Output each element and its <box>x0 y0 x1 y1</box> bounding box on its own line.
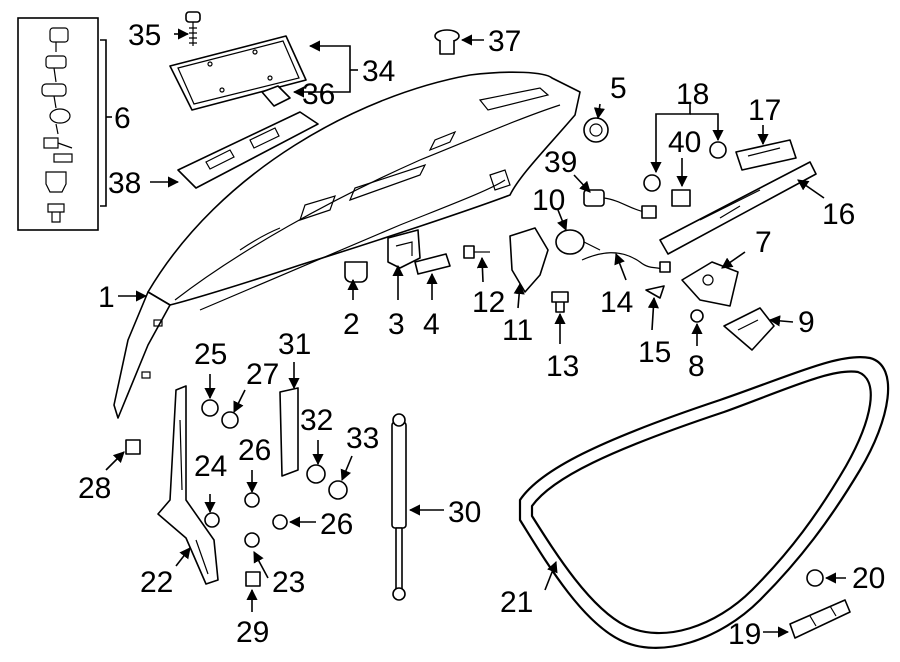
callout-4: 4 <box>423 308 440 341</box>
callout-31: 31 <box>278 328 311 361</box>
callout-8: 8 <box>688 350 705 383</box>
callout-30: 30 <box>448 496 481 529</box>
striker-plate <box>789 599 851 639</box>
callout-34: 34 <box>362 55 395 88</box>
callout-19: 19 <box>728 618 761 651</box>
screw-part <box>185 11 201 46</box>
callout-38: 38 <box>108 167 141 200</box>
handle-assembly <box>659 161 817 255</box>
trim-label-plate <box>177 111 319 189</box>
callout-32: 32 <box>300 404 333 437</box>
hinge-bracket <box>279 387 299 477</box>
callout-9: 9 <box>798 306 815 339</box>
callout-labels: 1 2 3 4 5 6 7 8 9 10 11 12 13 14 15 16 1… <box>78 19 885 651</box>
trunk-lid <box>113 71 581 419</box>
connector-part <box>671 189 691 207</box>
bumper-pad <box>344 261 368 283</box>
callout-28: 28 <box>78 472 111 505</box>
license-plate-bracket <box>169 35 307 111</box>
callout-37: 37 <box>488 25 521 58</box>
lock-actuator <box>555 229 601 255</box>
callout-2: 2 <box>343 308 360 341</box>
grommet-part <box>643 141 727 192</box>
clip-small <box>125 439 141 455</box>
callout-13: 13 <box>546 350 579 383</box>
callout-6: 6 <box>114 102 131 135</box>
callout-17: 17 <box>748 94 781 127</box>
hardware-kit-box <box>17 17 99 231</box>
switch-bracket <box>387 229 421 269</box>
handle-cover <box>735 139 797 171</box>
callout-21: 21 <box>500 586 533 619</box>
bolt-part <box>463 245 490 259</box>
callout-12: 12 <box>472 286 505 319</box>
weatherstrip-seal <box>518 356 890 649</box>
callout-14: 14 <box>600 286 633 319</box>
callout-22: 22 <box>140 566 173 599</box>
callout-15: 15 <box>638 336 671 369</box>
small-nut <box>690 309 704 323</box>
callout-36: 36 <box>302 78 335 111</box>
callout-35: 35 <box>128 19 161 52</box>
callout-5: 5 <box>610 72 627 105</box>
hinge-arm <box>157 385 219 585</box>
callout-20: 20 <box>852 562 885 595</box>
gas-strut <box>391 413 407 601</box>
callout-10: 10 <box>532 184 565 217</box>
clip-part <box>434 29 460 55</box>
actuator-bracket <box>509 227 549 293</box>
latch-assembly <box>681 261 739 307</box>
callout-7: 7 <box>755 226 772 259</box>
callout-25: 25 <box>194 338 227 371</box>
callout-39: 39 <box>544 146 577 179</box>
emblem-pad <box>414 253 451 275</box>
nut-part <box>261 85 291 107</box>
hinge-fasteners <box>201 399 348 587</box>
callout-16: 16 <box>822 198 855 231</box>
callout-27: 27 <box>246 358 279 391</box>
callout-33: 33 <box>346 422 379 455</box>
callout-26a: 26 <box>238 434 271 467</box>
leader-lines <box>100 28 846 638</box>
release-cable <box>581 252 671 273</box>
callout-40: 40 <box>668 126 701 159</box>
callout-3: 3 <box>388 308 405 341</box>
callout-11: 11 <box>502 314 533 347</box>
callout-23: 23 <box>272 566 305 599</box>
latch-cover <box>723 307 775 351</box>
nut-part-20 <box>806 569 824 587</box>
callout-24: 24 <box>194 450 227 483</box>
wire-harness <box>583 189 657 219</box>
pin-part <box>551 291 569 313</box>
callout-29: 29 <box>236 616 269 649</box>
callout-26b: 26 <box>320 508 353 541</box>
callout-18: 18 <box>676 78 709 111</box>
striker-clip <box>645 285 665 299</box>
release-switch <box>583 117 609 143</box>
callout-1: 1 <box>98 281 115 314</box>
